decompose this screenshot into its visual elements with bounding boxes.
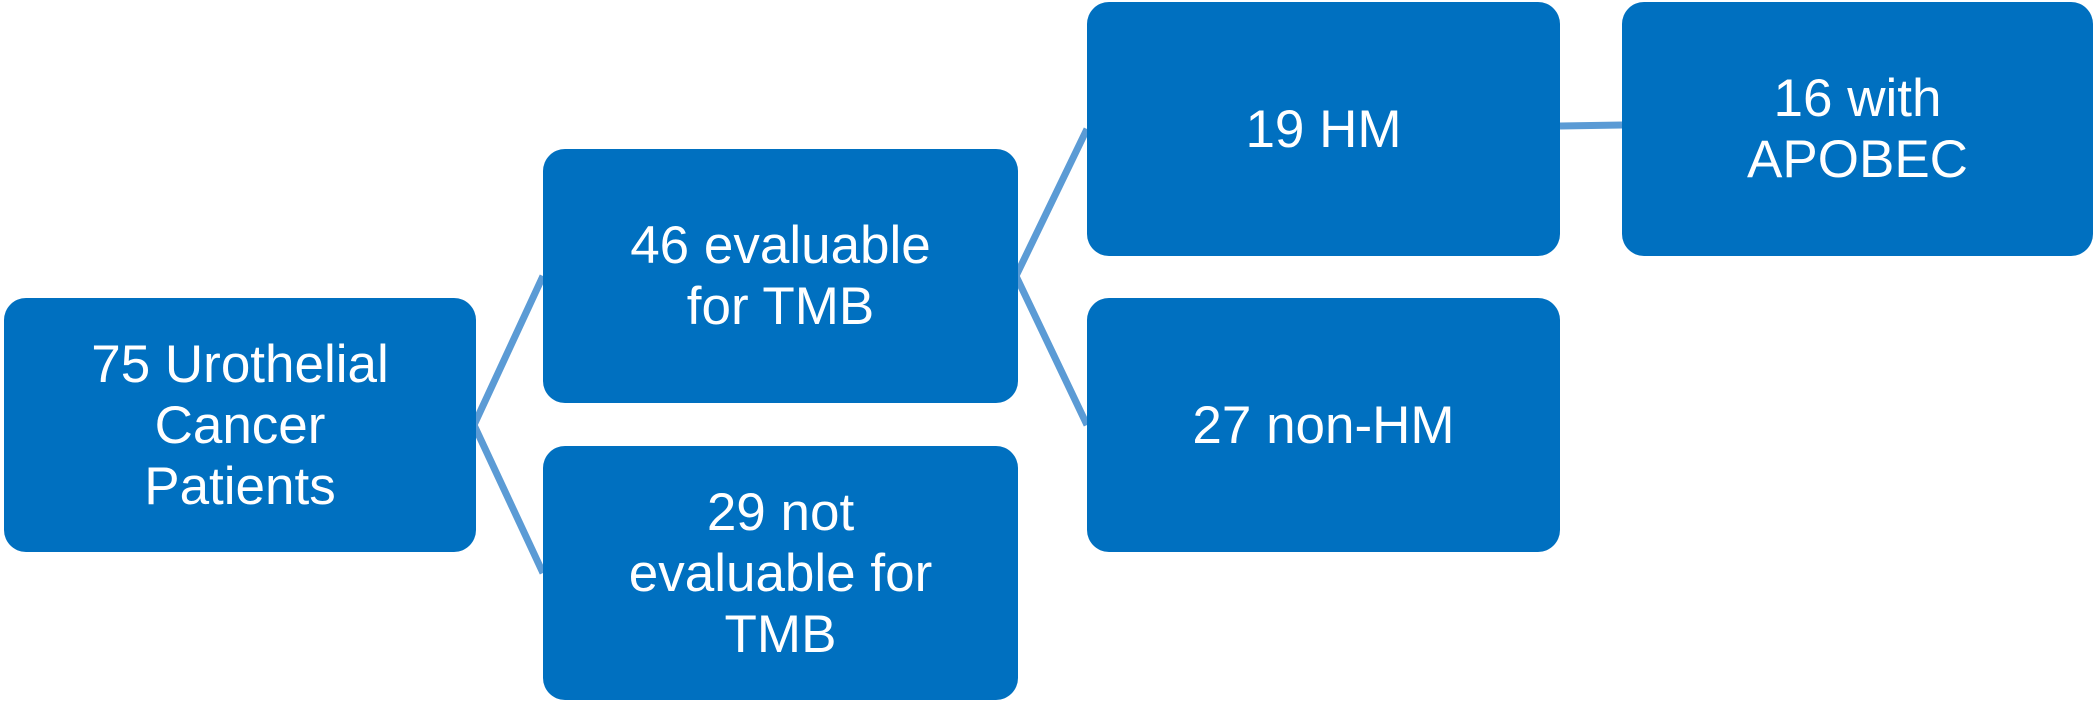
edge-hm-to-apobec	[1559, 121, 1623, 130]
edge-root-to-evaluable	[470, 274, 547, 427]
edge-evaluable-to-hm	[1012, 127, 1091, 278]
node-hm: 19 HM	[1087, 2, 1560, 256]
node-non-hm: 27 non-HM	[1087, 298, 1560, 552]
node-urothelial-cancer-patients: 75 Urothelial Cancer Patients	[4, 298, 476, 552]
node-not-evaluable-for-tmb: 29 not evaluable for TMB	[543, 446, 1018, 700]
node-with-apobec: 16 with APOBEC	[1622, 2, 2093, 256]
node-evaluable-for-tmb: 46 evaluable for TMB	[543, 149, 1018, 403]
edge-root-to-not-evaluable	[470, 423, 547, 575]
edge-evaluable-to-non-hm	[1012, 274, 1091, 427]
